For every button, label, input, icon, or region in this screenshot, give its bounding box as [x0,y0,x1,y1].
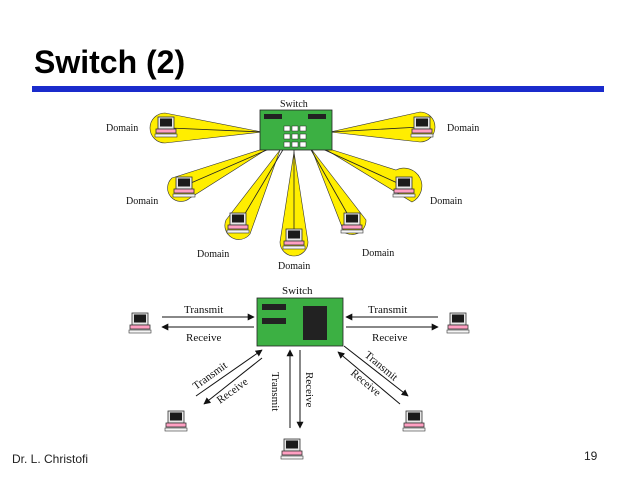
domain-cone-right [329,111,436,143]
domain-label: Domain [278,261,310,272]
receive-label: Receive [303,372,315,408]
duplex-arrows [161,313,439,429]
slide-title: Switch (2) [34,44,186,80]
domain-links [169,126,421,236]
computer-icon [280,438,304,460]
domain-label: Domain [447,123,479,134]
domain-label: Domain [362,248,394,259]
computer-icon [164,410,188,432]
transmit-label: Transmit [184,304,223,316]
computer-icon [340,212,364,234]
domain-label: Domain [430,196,462,207]
domain-cone-left [149,112,263,144]
author-footer: Dr. L. Christofi [12,452,89,466]
transmit-label: Transmit [191,360,230,393]
computer-icon [282,228,306,250]
receive-label: Receive [186,332,222,344]
top-switch-label: Switch [280,99,308,110]
computer-icon [128,312,152,334]
bottom-switch-label: Switch [282,285,313,297]
transmit-label: Transmit [269,372,281,411]
bottom-switch [256,297,344,347]
computer-icon [172,176,196,198]
domain-label: Domain [197,249,229,260]
domain-cone-left-2 [167,145,273,202]
computer-icon [226,212,250,234]
domain-label: Domain [126,196,158,207]
transmit-label: Transmit [368,304,407,316]
receive-label: Receive [372,332,408,344]
computer-icon [154,116,178,138]
top-switch [259,109,333,151]
page-number: 19 [584,449,598,463]
title-underline [32,86,604,92]
computer-icon [392,176,416,198]
computer-icon [402,410,426,432]
computer-icon [410,116,434,138]
computer-icon [446,312,470,334]
domain-label: Domain [106,123,138,134]
